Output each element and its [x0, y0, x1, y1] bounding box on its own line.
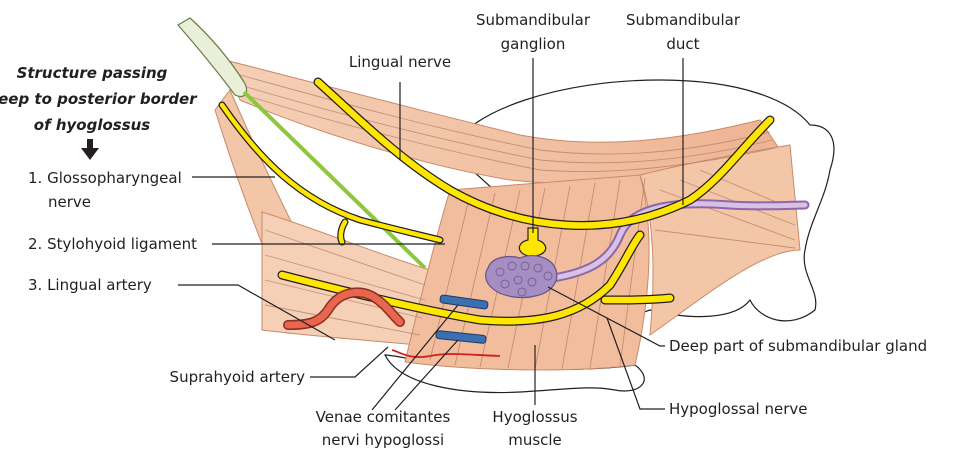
label-venae-comitantes-1: Venae comitantes: [316, 408, 451, 426]
list-item-1-line-1: 1. Glossopharyngeal: [28, 169, 182, 187]
styloid-process: [178, 18, 247, 97]
down-arrow-icon: [81, 139, 99, 160]
heading-line-2: deep to posterior border: [0, 90, 198, 108]
list-item-1-line-2: nerve: [48, 193, 91, 211]
label-submandibular-ganglion-2: ganglion: [501, 35, 566, 53]
heading-line-3: of hyoglossus: [34, 116, 151, 134]
label-hypoglossal-nerve: Hypoglossal nerve: [669, 400, 808, 418]
label-hyoglossus-1: Hyoglossus: [492, 408, 577, 426]
heading-line-1: Structure passing: [17, 64, 168, 82]
submandibular-gland-deep-part: [486, 256, 557, 298]
label-deep-part-gland: Deep part of submandibular gland: [669, 337, 927, 355]
label-submandibular-duct-2: duct: [666, 35, 699, 53]
label-lingual-nerve: Lingual nerve: [349, 53, 451, 71]
list-item-2: 2. Stylohyoid ligament: [28, 235, 197, 253]
label-suprahyoid-artery: Suprahyoid artery: [170, 368, 306, 386]
label-submandibular-duct-1: Submandibular: [626, 11, 741, 29]
label-venae-comitantes-2: nervi hypoglossi: [322, 431, 444, 449]
label-submandibular-ganglion-1: Submandibular: [476, 11, 591, 29]
list-item-3: 3. Lingual artery: [28, 276, 152, 294]
label-hyoglossus-2: muscle: [508, 431, 562, 449]
